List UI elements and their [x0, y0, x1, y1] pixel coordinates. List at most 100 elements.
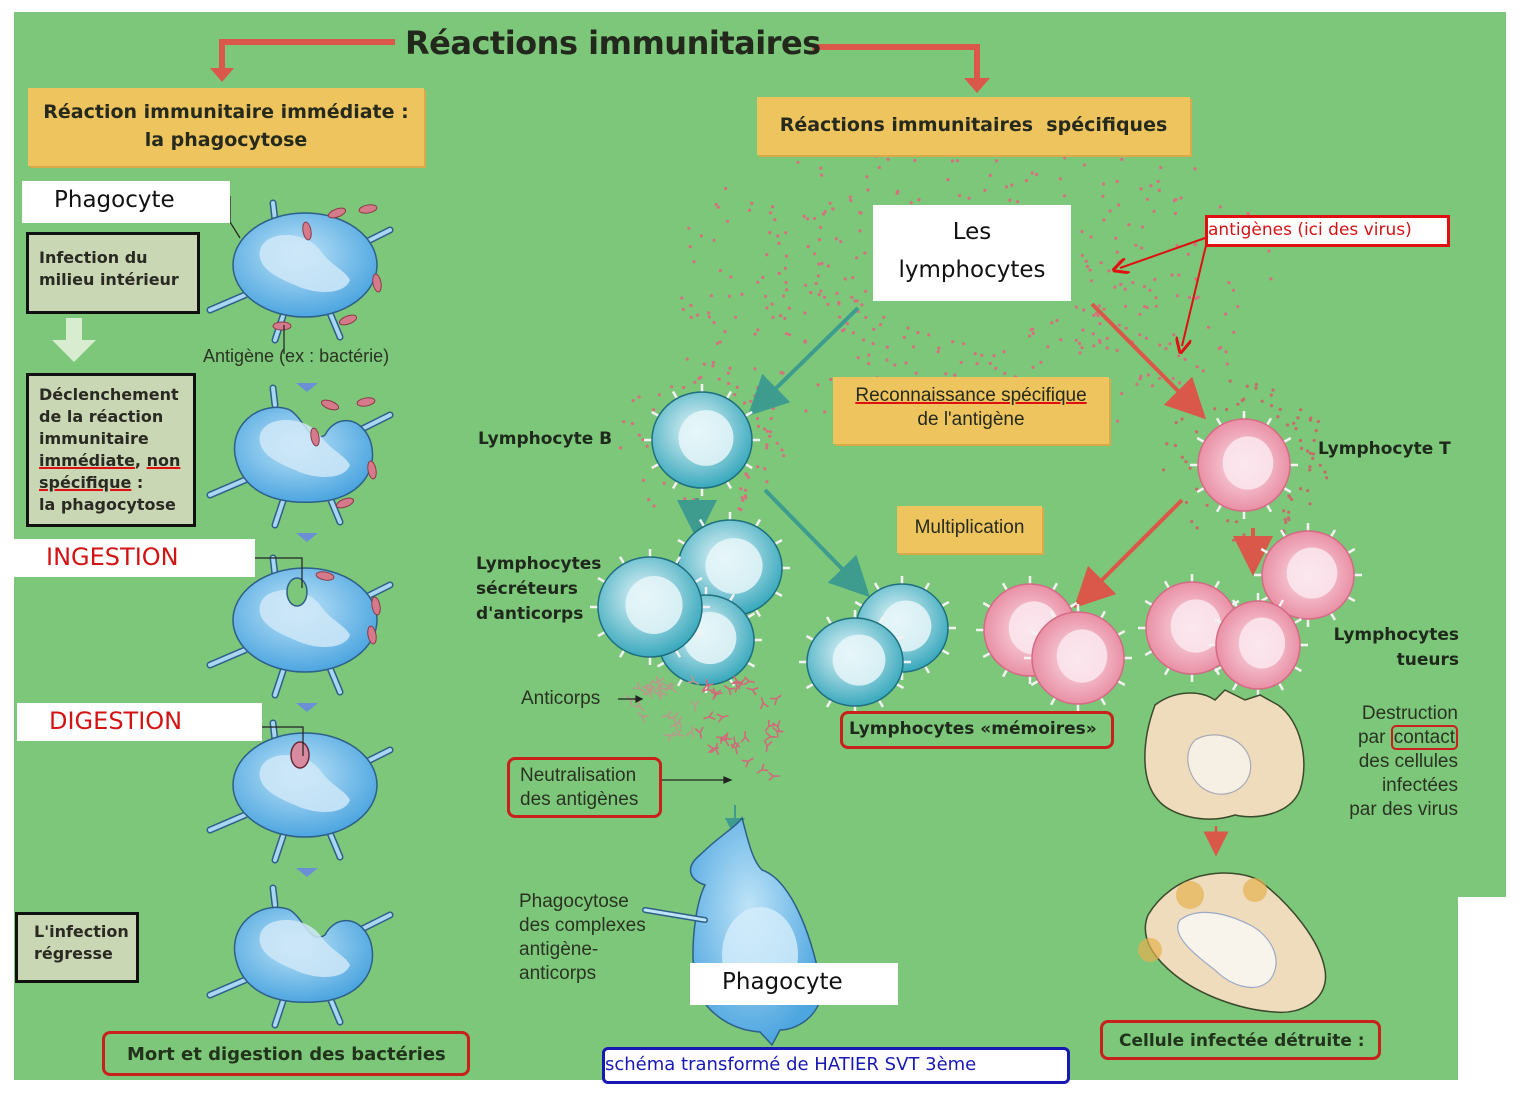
antibody — [716, 733, 728, 744]
bacterium — [310, 427, 320, 447]
killer-cell — [1208, 593, 1308, 697]
destruction-line5: par des virus — [1349, 799, 1458, 820]
credit-text: schéma transformé de HATIER SVT 3ème — [605, 1054, 977, 1075]
memory-lymphocytes-text: Lymphocytes «mémoires» — [849, 719, 1097, 739]
antibody — [652, 687, 662, 701]
killer-cell — [1254, 523, 1362, 627]
phagocyte-label-top: Phagocyte — [22, 181, 230, 223]
bacteria-death-text: Mort et digestion des bactéries — [127, 1044, 446, 1065]
antibody — [763, 739, 773, 752]
antibody — [687, 675, 700, 686]
killer-line1: Lymphocytes — [1333, 625, 1459, 645]
lymphocyte-b-cell — [644, 384, 760, 496]
destruction-label: Destruction par contact des cellules inf… — [1310, 702, 1458, 822]
antibody — [731, 736, 741, 749]
step-arrows — [296, 383, 318, 877]
antibodies — [625, 675, 784, 781]
infection-regresses-box: L'infection régresse — [15, 912, 139, 983]
header-immediate-reaction: Réaction immunitaire immédiate : la phag… — [28, 88, 424, 166]
regresse-line2: régresse — [34, 944, 113, 963]
antibody — [664, 731, 676, 742]
ingestion-label-text: INGESTION — [46, 543, 179, 571]
bacterium — [315, 571, 335, 581]
header-specific-text: Réactions immunitaires spécifiques — [779, 114, 1168, 136]
lymphocyte-t-cell — [1190, 411, 1298, 519]
antibody — [741, 757, 754, 768]
secretor-cell — [670, 512, 790, 624]
lymphocytes-line1: Les — [952, 219, 992, 245]
bacterium — [335, 497, 355, 509]
trigger-immediate: immédiate — [39, 451, 135, 470]
antigen-label: Antigène (ex : bactérie) — [203, 346, 390, 366]
lymphocytes-line2: lymphocytes — [898, 257, 1046, 283]
neutralisation-text: Neutralisation des antigènes — [520, 764, 638, 812]
digestion-label: DIGESTION — [17, 703, 262, 741]
phagocyte-cell — [206, 384, 394, 529]
trigger-comma: , — [134, 451, 147, 470]
header-immediate-line1: Réaction immunitaire immédiate : — [43, 101, 409, 123]
credit-box: schéma transformé de HATIER SVT 3ème — [602, 1047, 1070, 1084]
down-arrow-icon — [52, 318, 96, 362]
secretor-lymphocytes-label: Lymphocytes sécréteurs d'anticorps — [476, 552, 601, 627]
phagocyte-label-bottom: Phagocyte — [690, 963, 898, 1005]
antibody — [632, 681, 645, 693]
bacterium — [372, 273, 382, 293]
recognition-line1: Reconnaissance spécifique — [855, 385, 1087, 406]
destroyed-cell — [1138, 872, 1327, 1014]
antibody — [743, 676, 756, 686]
phagocyte-label-bottom-text: Phagocyte — [722, 969, 843, 995]
antibody — [759, 697, 769, 710]
bacterium — [367, 460, 377, 480]
label-pointers — [618, 695, 733, 784]
antibody — [712, 687, 722, 700]
trigger-line4: immédiate, non — [39, 450, 183, 472]
lymphocyte-b-label: Lymphocyte B — [478, 429, 613, 449]
destruction-line4: infectées — [1381, 775, 1458, 796]
neutralisation-line1: Neutralisation — [520, 765, 637, 786]
phagocytose-line2: des complexes — [519, 915, 646, 936]
lymphocytes-label: Les lymphocytes — [873, 205, 1071, 301]
secretor-cell — [590, 549, 710, 665]
regresse-line1: L'infection — [34, 922, 129, 941]
antibody — [654, 681, 667, 692]
antibody — [644, 686, 654, 699]
neutralisation-box: Neutralisation des antigènes — [507, 757, 662, 818]
secretor-line2: sécréteurs — [476, 579, 578, 599]
bacterium — [302, 221, 312, 241]
phagocyte-complex-cell — [642, 816, 823, 1047]
killer-lymphocytes-label: Lymphocytes tueurs — [1300, 623, 1459, 673]
antibody — [770, 694, 782, 706]
infection-line2: milieu intérieur — [39, 270, 179, 289]
antibody — [734, 680, 744, 693]
phagocytose-line4: anticorps — [519, 963, 597, 984]
trigger-line1: Déclenchement — [39, 385, 179, 404]
bacterium — [367, 625, 377, 645]
phagocyte-cell — [206, 199, 394, 344]
antibody — [723, 684, 736, 696]
lymphocyte-t-label: Lymphocyte T — [1318, 439, 1451, 459]
antigens-annotation-box: antigènes (ici des virus) — [1205, 215, 1450, 247]
bacterium — [320, 399, 340, 411]
b-branch-arrows — [677, 306, 870, 838]
bacterium — [272, 321, 292, 331]
destruction-line1: Destruction — [1361, 703, 1458, 724]
antibody — [669, 719, 681, 732]
antibody — [740, 731, 750, 743]
phagocytose-complexes-label: Phagocytose des complexes antigène- anti… — [519, 890, 646, 986]
bacteria-death-box: Mort et digestion des bactéries — [102, 1031, 470, 1076]
destruction-line2: par contact — [1310, 725, 1458, 750]
antibody — [733, 678, 746, 690]
antibody — [772, 726, 784, 738]
destruction-line3: des cellules — [1358, 751, 1458, 772]
page-title: Réactions immunitaires — [405, 24, 821, 62]
header-immediate-line2: la phagocytose — [144, 129, 308, 151]
antibody — [668, 711, 679, 724]
infected-destroyed-box: Cellule infectée détruite : — [1100, 1020, 1381, 1060]
infection-box: Infection du milieu intérieur — [26, 232, 200, 314]
antibody — [764, 719, 776, 732]
antibody — [665, 682, 678, 694]
antibody — [690, 699, 700, 712]
antibody — [707, 744, 720, 754]
antibody — [703, 711, 716, 720]
bacterium — [327, 207, 347, 219]
